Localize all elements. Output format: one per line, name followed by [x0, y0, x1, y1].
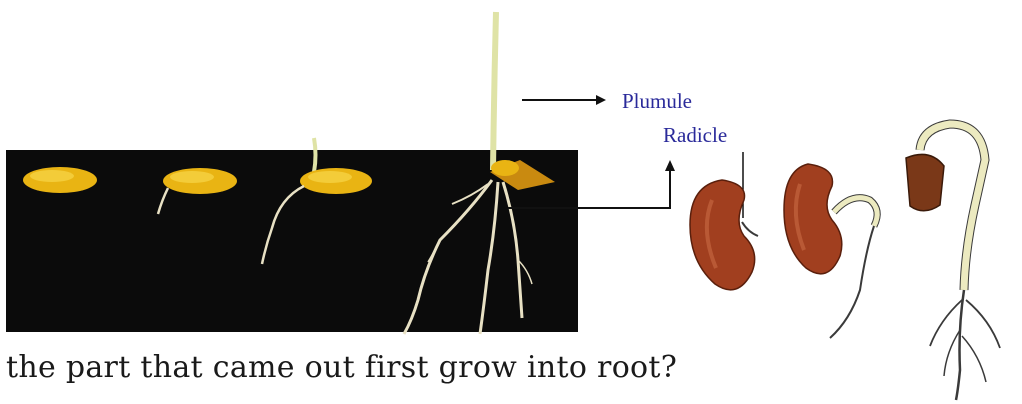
plumule-label: Plumule [622, 89, 692, 113]
question-caption: the part that came out first grow into r… [6, 350, 677, 385]
bean-seedling-stage-3 [906, 124, 1000, 400]
maize-seed-stage-1 [23, 167, 97, 193]
bean-seed-stage-1 [690, 180, 758, 290]
bean-seed-stage-2 [784, 164, 877, 338]
radicle-label: Radicle [663, 123, 727, 147]
plumule-arrow [522, 95, 606, 105]
